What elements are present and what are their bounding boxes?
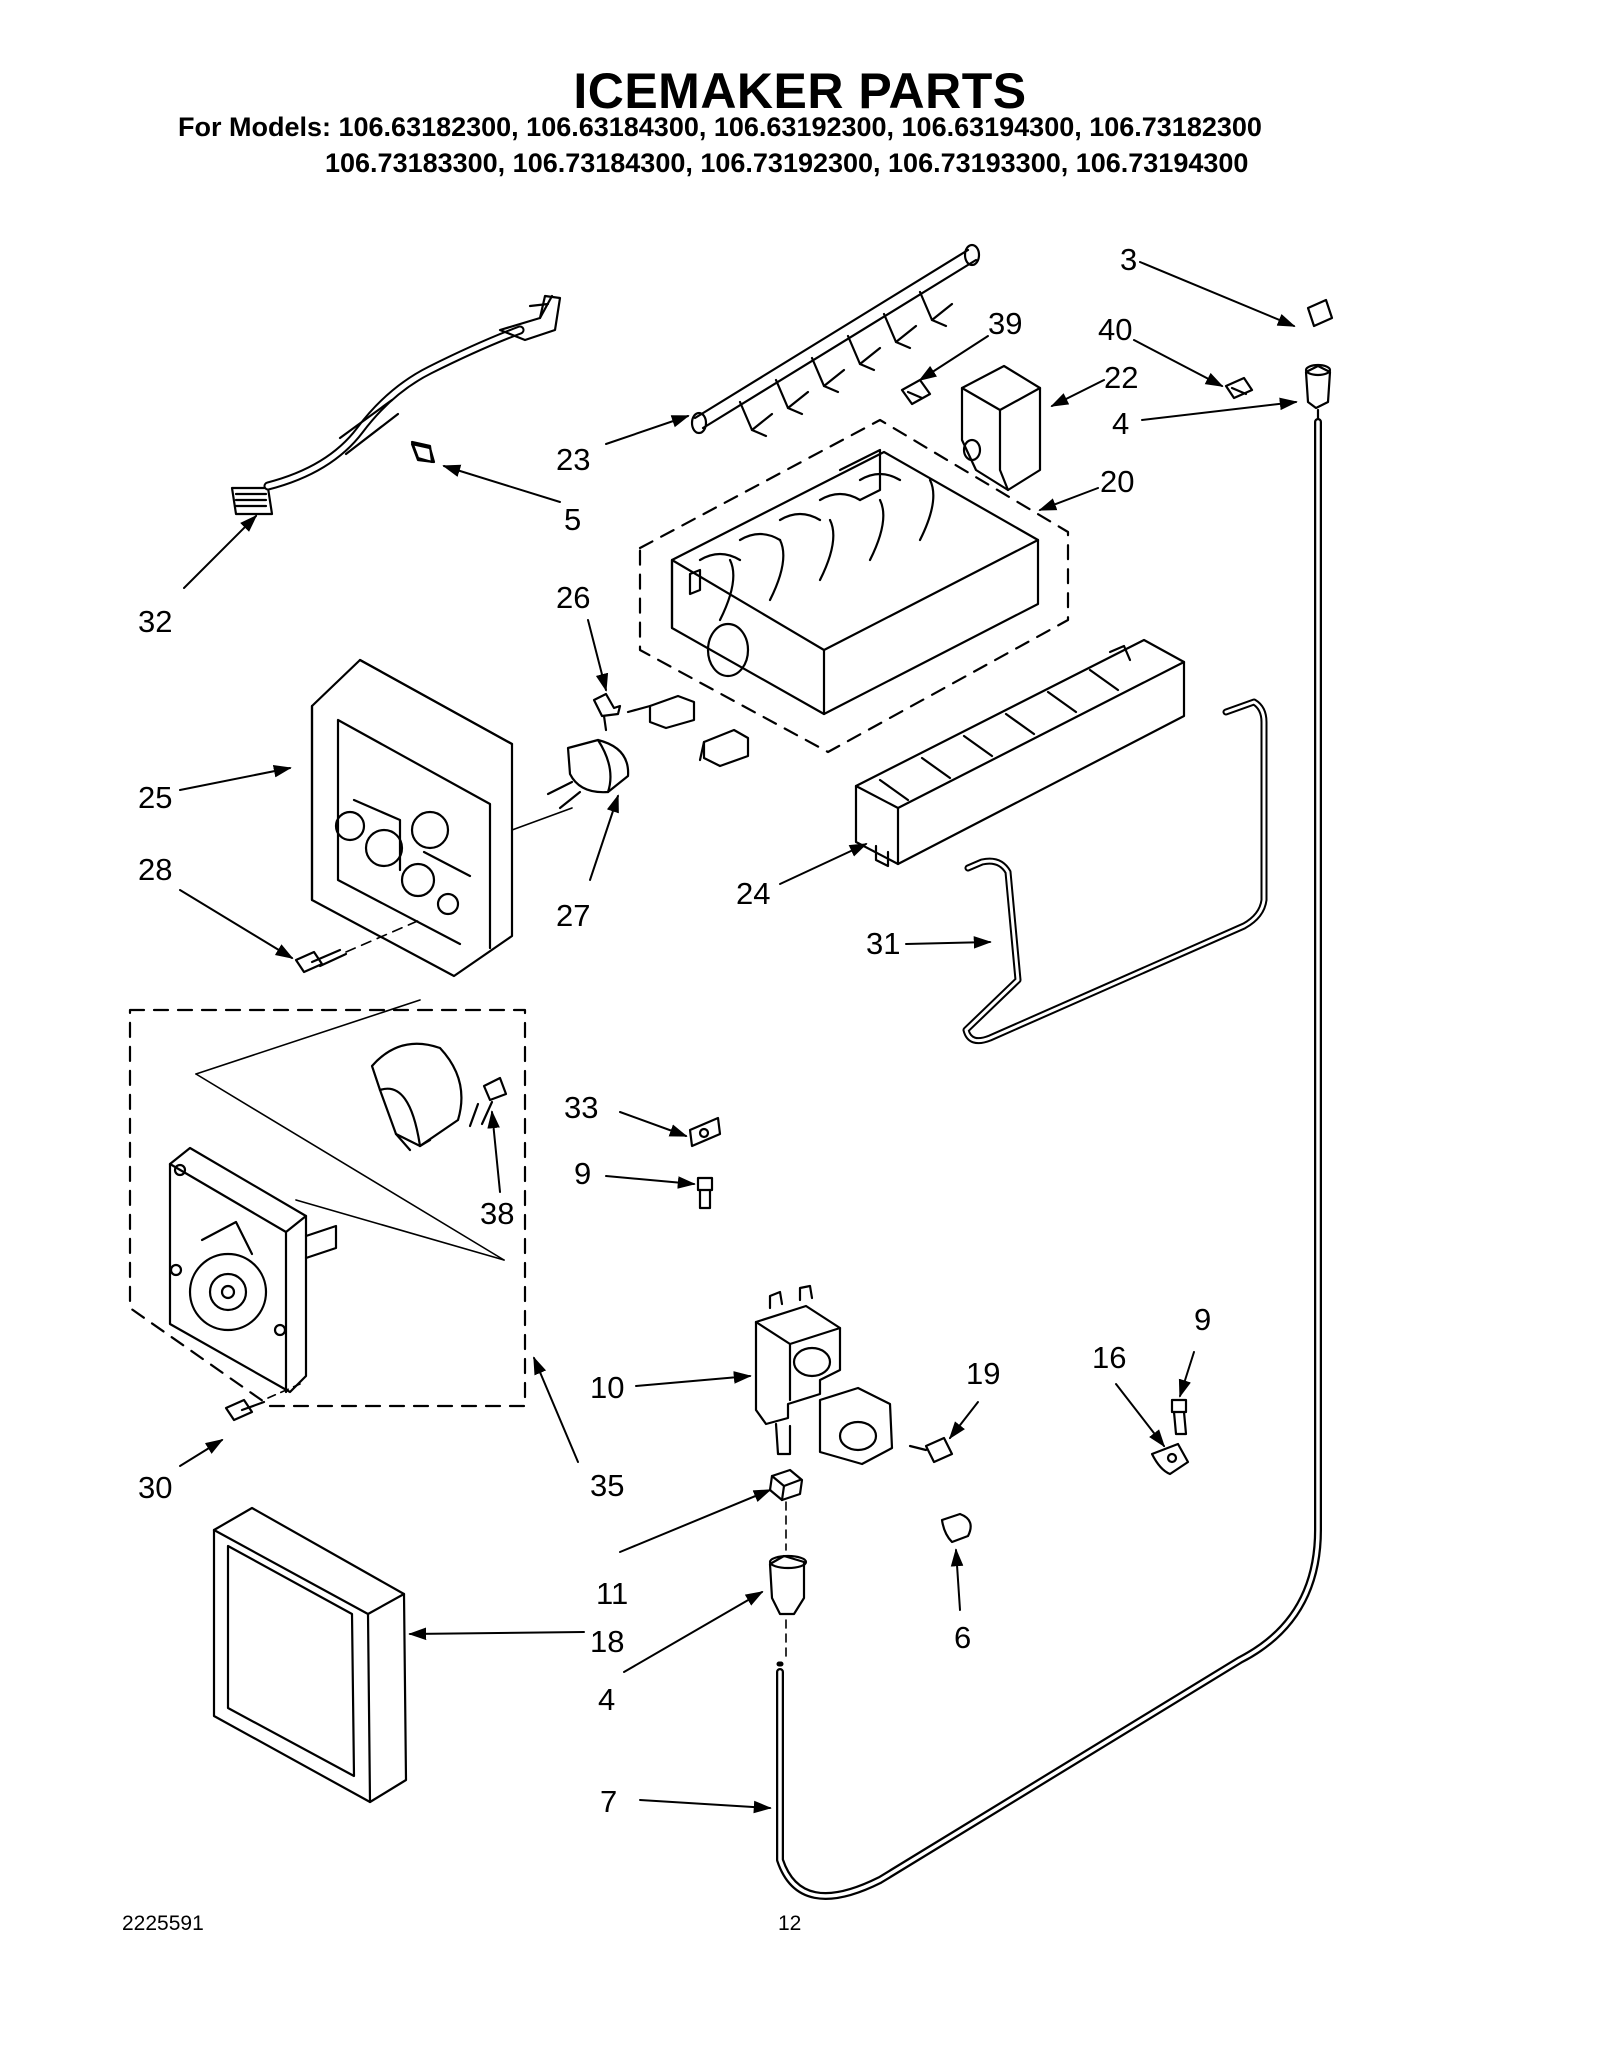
callout-26: 26 bbox=[556, 580, 590, 615]
ice-stripper-part bbox=[960, 364, 1042, 492]
module-assembly-outline bbox=[128, 1008, 527, 1408]
callout-22: 22 bbox=[1104, 360, 1138, 395]
callout-6: 6 bbox=[954, 1620, 971, 1655]
callout-35: 35 bbox=[590, 1468, 624, 1503]
callout-9-right: 9 bbox=[1194, 1302, 1211, 1337]
page-number: 12 bbox=[778, 1912, 802, 1935]
motor-part bbox=[370, 1042, 463, 1152]
ice-tray-part bbox=[212, 1506, 408, 1804]
document-number: 2225591 bbox=[122, 1912, 204, 1935]
callout-25: 25 bbox=[138, 780, 172, 815]
callout-4-top: 4 bbox=[1112, 406, 1129, 441]
water-valve-part bbox=[754, 1284, 894, 1466]
callout-28: 28 bbox=[138, 852, 172, 887]
shutoff-arm-part bbox=[962, 698, 1268, 1045]
callout-11: 11 bbox=[596, 1576, 628, 1611]
callout-5: 5 bbox=[564, 502, 581, 537]
screw-38-part bbox=[468, 1076, 508, 1128]
callout-31: 31 bbox=[866, 926, 900, 961]
callout-18: 18 bbox=[590, 1624, 624, 1659]
callout-38: 38 bbox=[480, 1196, 514, 1231]
bracket-33-part bbox=[688, 1116, 722, 1148]
nut-11-part bbox=[768, 1468, 804, 1502]
screw-9b-part bbox=[1170, 1398, 1188, 1436]
callout-30: 30 bbox=[138, 1470, 172, 1505]
thermostat-part bbox=[546, 692, 750, 810]
fill-tube-fitting-top bbox=[1224, 298, 1334, 420]
callout-24: 24 bbox=[736, 876, 770, 911]
screw-30-part bbox=[224, 1398, 266, 1422]
water-line-tube bbox=[776, 418, 1322, 1900]
screw-39-part bbox=[900, 378, 932, 406]
callout-40: 40 bbox=[1098, 312, 1132, 347]
callout-7: 7 bbox=[600, 1784, 617, 1819]
callout-33: 33 bbox=[564, 1090, 598, 1125]
compression-sleeve-part bbox=[768, 1554, 808, 1616]
callout-23: 23 bbox=[556, 442, 590, 477]
module-housing-part bbox=[310, 658, 573, 978]
callout-9-left: 9 bbox=[574, 1156, 591, 1191]
wire-harness-part bbox=[230, 294, 562, 516]
callout-4-bottom: 4 bbox=[598, 1682, 615, 1717]
stripper-24-part bbox=[854, 638, 1186, 868]
callout-leaders bbox=[179, 261, 1298, 1814]
page-title: ICEMAKER PARTS bbox=[573, 63, 1027, 119]
models-line-2: 106.73183300, 106.73184300, 106.73192300… bbox=[325, 148, 1249, 178]
callout-32: 32 bbox=[138, 604, 172, 639]
clip-5-part bbox=[410, 442, 436, 464]
callout-3: 3 bbox=[1120, 242, 1137, 277]
callout-19: 19 bbox=[966, 1356, 1000, 1391]
ejector-part bbox=[690, 243, 981, 438]
callout-16: 16 bbox=[1092, 1340, 1126, 1375]
screw-28-part bbox=[294, 948, 348, 974]
callout-39: 39 bbox=[988, 306, 1022, 341]
callout-27: 27 bbox=[556, 898, 590, 933]
screw-9a-part bbox=[696, 1176, 714, 1210]
callout-20: 20 bbox=[1100, 464, 1134, 499]
screw-19-part bbox=[908, 1436, 954, 1464]
clamp-6-part bbox=[940, 1512, 972, 1544]
mold-part bbox=[670, 448, 1040, 716]
callout-10: 10 bbox=[590, 1370, 624, 1405]
module-cover-part bbox=[168, 1146, 338, 1394]
mold-outline bbox=[638, 418, 1070, 754]
models-line-1: For Models: 106.63182300, 106.63184300, … bbox=[178, 112, 1262, 142]
clamp-16-part bbox=[1150, 1442, 1190, 1476]
